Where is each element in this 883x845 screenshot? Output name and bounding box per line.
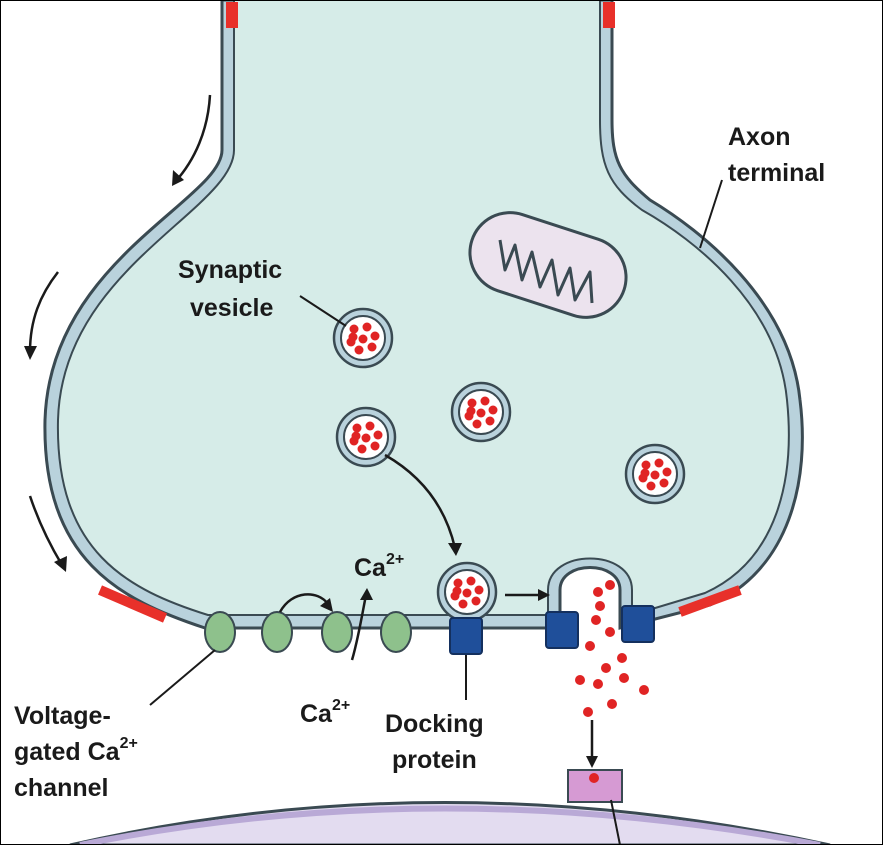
axon-terminal-label-line1: Axon [728,123,791,151]
voltage-channel-label-line1: Voltage- [14,702,111,730]
released-neurotransmitter-dot [617,653,627,663]
released-neurotransmitter-dot [593,679,603,689]
depolarized-segment-right [678,585,742,617]
neurotransmitter-dot [646,481,656,491]
action-potential-arrows [28,94,212,566]
depolarized-segment-top-left [226,2,238,28]
mitochondrion [468,211,628,319]
docking-protein-label-line2: protein [392,746,477,774]
neurotransmitter-dot [453,578,463,588]
neurotransmitter-dot [362,322,372,332]
axon-terminal-leader [699,179,723,249]
docking-protein-3 [621,605,655,643]
neurotransmitter-dot [650,470,660,480]
neurotransmitter-dot [488,405,498,415]
ca-channel-2 [261,611,293,653]
neurotransmitter-dot [480,396,490,406]
depolarized-segment-top-right [603,2,615,28]
neurotransmitter-dot [641,460,651,470]
released-neurotransmitter-dot [589,773,599,783]
neurotransmitter-dot [348,332,358,342]
neurotransmitter-dot [458,599,468,609]
released-neurotransmitter-dot [605,627,615,637]
released-neurotransmitter-dot [639,685,649,695]
released-neurotransmitter-dot [605,580,615,590]
vesicle-2 [335,406,397,468]
axon-terminal-cytoplasm [56,0,790,617]
neurotransmitter-dot [471,596,481,606]
vesicle-4 [624,443,686,505]
vesicle-3 [450,381,512,443]
neurotransmitter-dot [472,419,482,429]
released-neurotransmitter-dot [607,699,617,709]
neurotransmitter-dot [466,406,476,416]
neurotransmitter-dot [654,458,664,468]
postsynaptic-cell [69,801,831,845]
neurotransmitter-dot [351,431,361,441]
neurotransmitter-dot [485,416,495,426]
neurotransmitter-dot [349,324,359,334]
synaptic-vesicle-label-line1: Synaptic [178,256,282,284]
released-neurotransmitter-dot [593,587,603,597]
ca-channel-3 [321,611,353,653]
neurotransmitter-dot [659,478,669,488]
postsynaptic-membrane [79,805,821,845]
vesicle-docked [436,561,498,623]
neurotransmitter-dot [354,345,364,355]
neurotransmitter-dot [370,331,380,341]
receptor-leader [610,799,621,845]
neurotransmitter-dot [474,585,484,595]
neurotransmitter-dot [365,421,375,431]
docking-protein-2 [545,611,579,649]
neurotransmitter-dot [367,342,377,352]
neurotransmitter-dot [466,576,476,586]
released-neurotransmitter-dot [595,601,605,611]
ca-channel-1 [204,611,236,653]
released-neurotransmitter [575,580,649,783]
neurotransmitter-dot [476,408,486,418]
axon-terminal-label-line2: terminal [728,159,825,187]
neurotransmitter-dot [361,433,371,443]
ca-channel-4 [380,611,412,653]
neurotransmitter-dot [640,468,650,478]
neurotransmitter-dot [452,586,462,596]
synaptic-vesicle-leader [299,295,347,327]
docking-protein-label-line1: Docking [385,710,484,738]
released-neurotransmitter-dot [619,673,629,683]
released-neurotransmitter-dot [591,615,601,625]
synaptic-vesicle-label-line2: vesicle [190,294,274,322]
released-neurotransmitter-dot [583,707,593,717]
vesicle-1 [332,307,394,369]
released-neurotransmitter-dot [601,663,611,673]
neurotransmitter-dot [462,588,472,598]
neurotransmitter-dot [357,444,367,454]
voltage-channel-label-line3: channel [14,774,108,802]
ca-ion-label-lower: Ca2+ [300,697,350,728]
ca-ion-label-upper: Ca2+ [354,551,404,582]
neurotransmitter-dot [662,467,672,477]
neurotransmitter-dot [352,423,362,433]
neurotransmitter-dot [373,430,383,440]
released-neurotransmitter-dot [585,641,595,651]
neurotransmitter-dot [370,441,380,451]
process-arrows [278,453,594,760]
voltage-channel-leader [149,649,216,706]
depolarized-segment-left [98,585,167,623]
ca-channels [204,611,412,653]
neurotransmitter-dot [467,398,477,408]
docking-protein-1 [449,617,483,655]
neurotransmitter-dot [358,334,368,344]
docking-proteins [449,605,655,655]
released-neurotransmitter-dot [575,675,585,685]
voltage-channel-label-line2: gated Ca2+ [14,735,138,766]
